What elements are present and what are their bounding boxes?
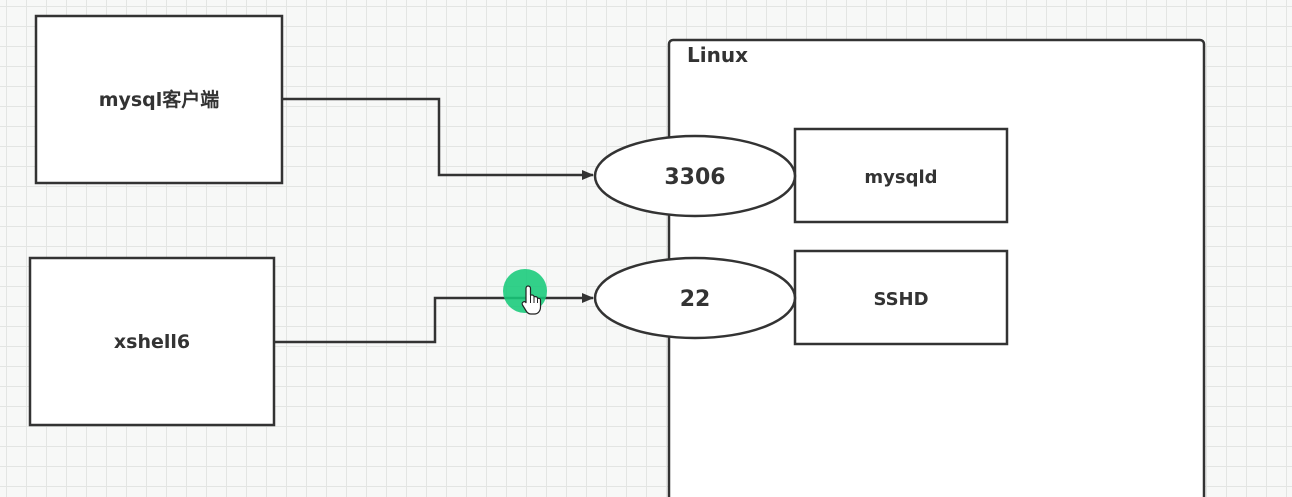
linux-label: Linux bbox=[687, 43, 748, 67]
mysqld-label: mysqld bbox=[864, 167, 937, 188]
xshell-label: xshell6 bbox=[114, 331, 190, 353]
mouse-cursor bbox=[503, 269, 547, 315]
port-3306-node[interactable]: 3306 bbox=[593, 134, 797, 218]
hand-pointer-icon bbox=[521, 285, 542, 315]
port-3306-label: 3306 bbox=[664, 165, 725, 190]
mysql-client-label: mysql客户端 bbox=[99, 88, 220, 111]
sshd-label: SSHD bbox=[873, 289, 928, 310]
port-22-node[interactable]: 22 bbox=[593, 256, 797, 340]
edge-mysql-client-to-3306[interactable] bbox=[282, 97, 594, 180]
edge-xshell-to-22[interactable] bbox=[274, 293, 594, 344]
xshell-node[interactable]: xshell6 bbox=[28, 256, 276, 427]
sshd-node[interactable]: SSHD bbox=[793, 249, 1009, 346]
mysql-client-node[interactable]: mysql客户端 bbox=[34, 14, 284, 185]
mysqld-node[interactable]: mysqld bbox=[793, 127, 1009, 224]
port-22-label: 22 bbox=[680, 287, 711, 312]
